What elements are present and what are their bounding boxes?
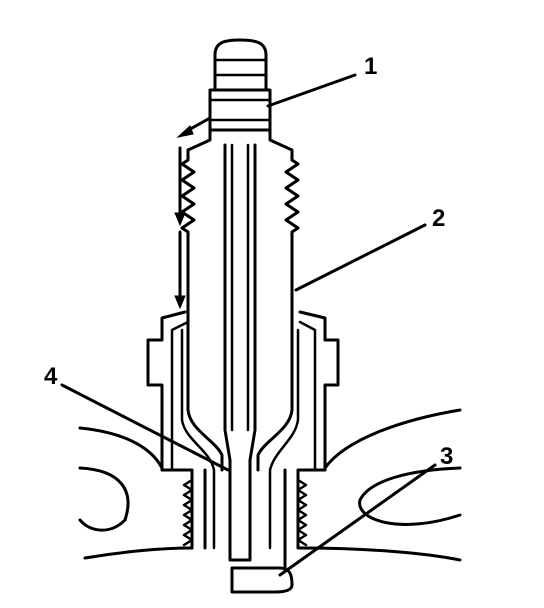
hex-shell: [146, 310, 340, 472]
center-electrode: [223, 143, 257, 562]
terminal-nut: [208, 38, 272, 132]
callout-1: 1: [364, 53, 377, 80]
cylinder-head-outline: [78, 408, 462, 562]
callout-2: 2: [432, 205, 445, 232]
leader-lines: [60, 73, 437, 577]
threaded-shell: [160, 468, 327, 550]
callout-4: 4: [44, 363, 58, 390]
ground-electrode: [230, 546, 294, 594]
heat-flow-arrows: [174, 116, 212, 310]
insulator: [180, 128, 300, 550]
callout-3: 3: [440, 443, 453, 470]
